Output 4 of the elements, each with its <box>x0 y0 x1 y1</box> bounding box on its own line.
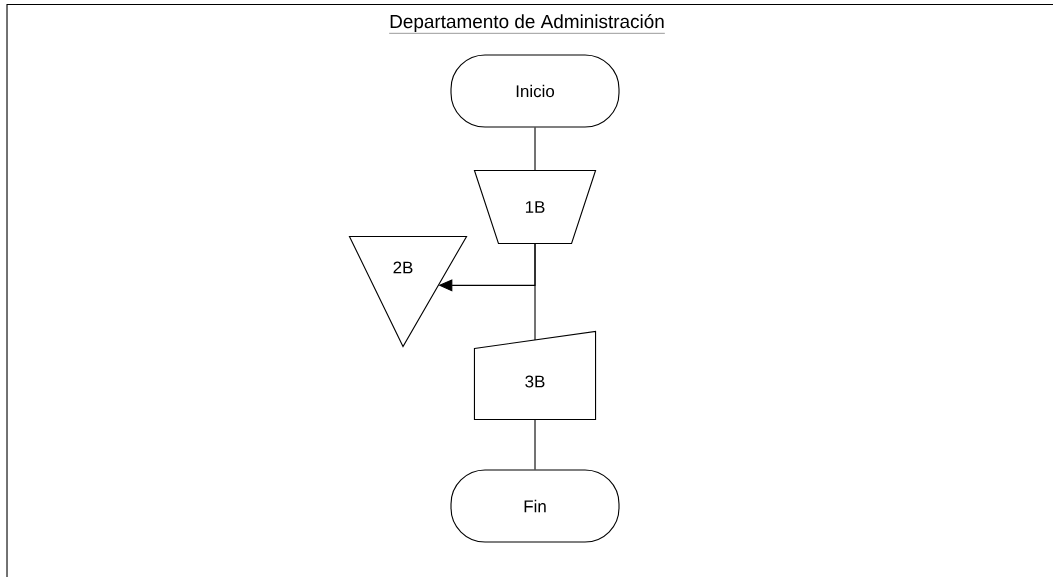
connector <box>534 419 536 470</box>
connector <box>534 243 536 341</box>
title: Departamento de Administración <box>388 14 666 34</box>
connector <box>534 127 536 171</box>
